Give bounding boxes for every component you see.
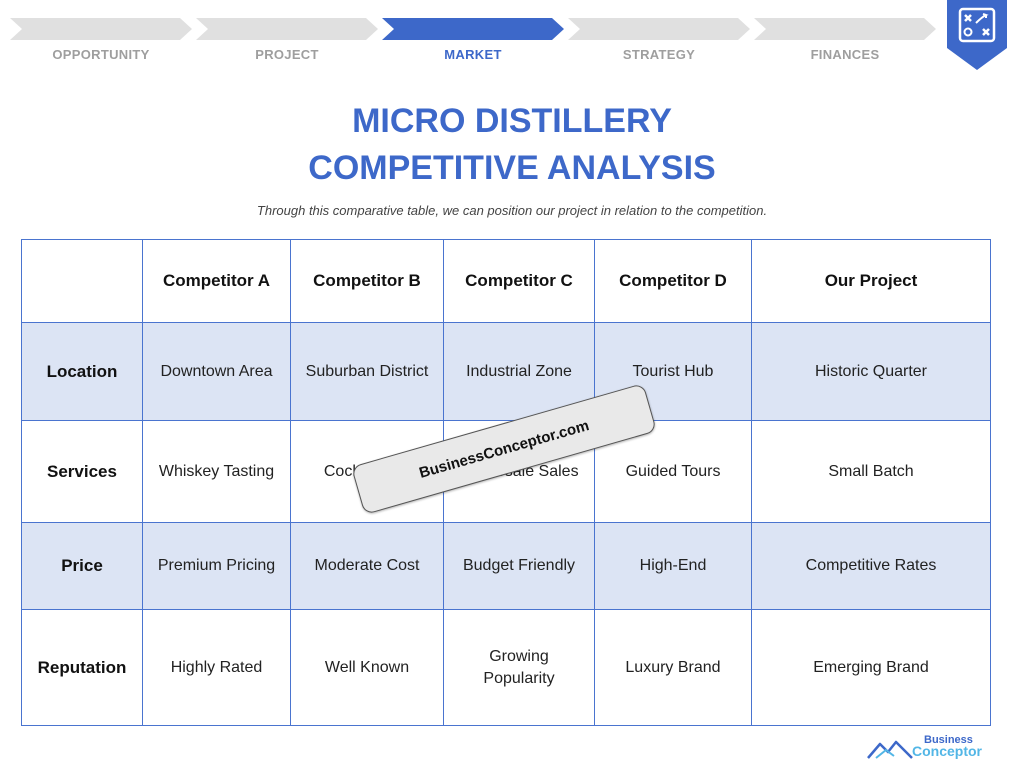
step-label: MARKET [444, 47, 502, 62]
table-cell: Growing Popularity [443, 609, 595, 726]
step-opportunity[interactable]: OPPORTUNITY [10, 18, 196, 68]
header-competitor-a: Competitor A [142, 239, 291, 323]
table-cell: Highly Rated [142, 609, 291, 726]
table-cell: Budget Friendly [443, 522, 595, 610]
table-cell: Competitive Rates [751, 522, 991, 610]
table-cell: Downtown Area [142, 322, 291, 421]
step-label: FINANCES [810, 47, 880, 62]
table-row-location: Location Downtown Area Suburban District… [21, 322, 991, 421]
table-row-price: Price Premium Pricing Moderate Cost Budg… [21, 522, 991, 610]
row-label: Services [21, 420, 143, 523]
table-cell: High-End [594, 522, 752, 610]
step-project[interactable]: PROJECT [196, 18, 382, 68]
strategy-board-icon [947, 0, 1007, 70]
business-conceptor-logo: Business Conceptor [866, 734, 996, 764]
table-cell: Whiskey Tasting [142, 420, 291, 523]
progress-steps: OPPORTUNITY PROJECT MARKET STRATEGY FINA… [10, 18, 940, 68]
step-label: OPPORTUNITY [52, 47, 150, 62]
table-header-row: Competitor A Competitor B Competitor C C… [21, 239, 991, 323]
table-cell: Historic Quarter [751, 322, 991, 421]
step-arrow [196, 18, 378, 40]
page-title-line1: MICRO DISTILLERY [352, 102, 672, 140]
step-arrow [568, 18, 750, 40]
header-competitor-d: Competitor D [594, 239, 752, 323]
header-empty [21, 239, 143, 323]
table-cell: Suburban District [290, 322, 444, 421]
page-title-line2: COMPETITIVE ANALYSIS [308, 149, 716, 187]
row-label: Reputation [21, 609, 143, 726]
step-label: STRATEGY [622, 47, 696, 62]
table-cell: Well Known [290, 609, 444, 726]
page-subtitle: Through this comparative table, we can p… [256, 203, 768, 218]
step-arrow [754, 18, 936, 40]
competitive-analysis-table: Competitor A Competitor B Competitor C C… [21, 239, 991, 726]
row-label: Price [21, 522, 143, 610]
logo-text-bottom: Conceptor [912, 743, 982, 759]
mountain-logo-icon [867, 740, 913, 759]
header-our-project: Our Project [751, 239, 991, 323]
step-label: PROJECT [255, 47, 319, 62]
table-cell: Small Batch [751, 420, 991, 523]
step-arrow-active [382, 18, 564, 40]
logo-text-top: Business [924, 734, 973, 746]
row-label: Location [21, 322, 143, 421]
step-strategy[interactable]: STRATEGY [568, 18, 754, 68]
table-cell: Premium Pricing [142, 522, 291, 610]
header-competitor-c: Competitor C [443, 239, 595, 323]
table-cell: Emerging Brand [751, 609, 991, 726]
step-arrow [10, 18, 192, 40]
table-cell: Moderate Cost [290, 522, 444, 610]
table-cell: Luxury Brand [594, 609, 752, 726]
step-market[interactable]: MARKET [382, 18, 568, 68]
header-competitor-b: Competitor B [290, 239, 444, 323]
step-finances[interactable]: FINANCES [754, 18, 940, 68]
table-row-reputation: Reputation Highly Rated Well Known Growi… [21, 609, 991, 726]
